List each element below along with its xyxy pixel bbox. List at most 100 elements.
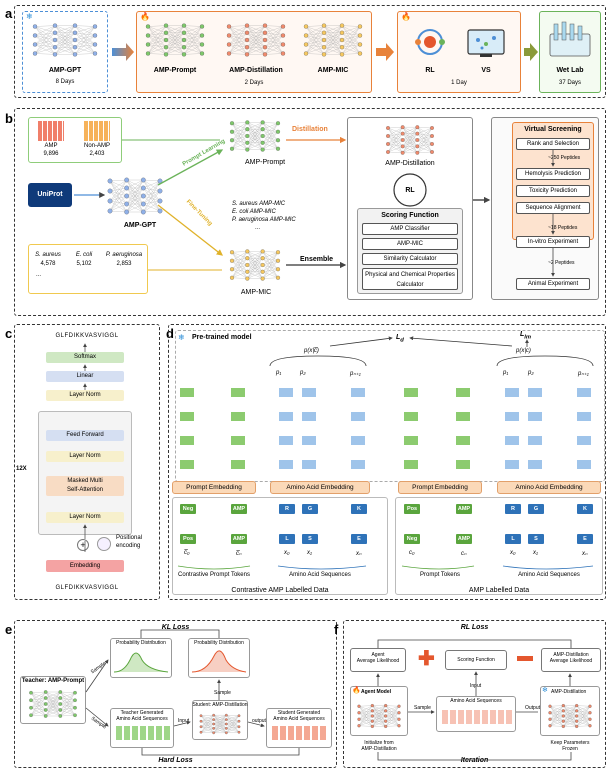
teacher-distribution-curve — [113, 652, 169, 673]
aa-seq-label: Amino Acid Sequences — [518, 572, 580, 578]
amp-count: 9,896 — [43, 151, 59, 157]
layer-norm-block: Layer Norm — [46, 512, 124, 523]
input-sequence: GLFDIKKVASVIGGL — [55, 585, 119, 591]
output-label-f: Output — [525, 705, 541, 711]
panel-label-c: c — [5, 326, 13, 341]
score-item: Physical and Chemical Properties Calcula… — [362, 268, 458, 290]
teacher-seq-bar — [124, 726, 130, 740]
hidden-state-cell — [505, 436, 519, 445]
hidden-state-cell — [351, 460, 365, 469]
kl-bracket — [140, 629, 220, 638]
hidden-state-cell — [351, 412, 365, 421]
wet-lab-label: Wet Lab — [556, 67, 584, 74]
aa-embedding-left: Amino Acid Embedding — [270, 481, 370, 494]
rl-loss-label: RL Loss — [460, 624, 489, 631]
agent-network-icon — [357, 704, 401, 728]
cnbar-label: c̅ₙ — [236, 551, 242, 557]
panel-b — [14, 108, 606, 316]
invitro-item: In-vitro Experiment — [516, 236, 590, 248]
amp-distillation-label-f: AMP-Distillation — [551, 689, 587, 695]
screen-icon — [467, 29, 505, 57]
teacher-seq-bar — [164, 726, 170, 740]
aa-seq-label-f: Amino Acid Sequences — [450, 698, 502, 704]
tok-neg: Neg — [404, 534, 420, 544]
b-amp-gpt-network-icon — [107, 177, 163, 215]
panel-label-a: a — [5, 6, 13, 21]
aa-seq-bar — [466, 710, 472, 724]
hidden-state-cell — [279, 436, 293, 445]
aa-seq-bar — [442, 710, 448, 724]
xn-label: xₙ — [582, 551, 588, 557]
p1b-label: p₁ — [503, 370, 509, 376]
hidden-state-cell — [528, 388, 542, 397]
embedding-block: Embedding — [46, 560, 124, 572]
scoring-function-box-f — [445, 650, 507, 670]
hard-loss-label: Hard Loss — [158, 757, 193, 764]
layer-norm-block: Layer Norm — [46, 451, 124, 462]
hidden-state-cell — [279, 460, 293, 469]
input-label: Input — [178, 718, 190, 724]
connector — [329, 336, 393, 347]
panel-label-d: d — [166, 326, 174, 341]
hidden-state-cell — [302, 388, 316, 397]
connector — [157, 204, 224, 256]
hidden-state-cell — [302, 460, 316, 469]
hidden-state-cell — [528, 436, 542, 445]
amp-prompt-network-icon — [145, 23, 205, 57]
student-seq-bar — [288, 726, 294, 740]
aa-seq-bar — [450, 710, 456, 724]
tok-neg: Neg — [180, 504, 196, 514]
pn1b-label: pₙ₊₁ — [578, 371, 589, 377]
wet-lab-days: 37 Days — [558, 80, 581, 86]
amp-data-label: AMP Labelled Data — [468, 587, 530, 594]
b-amp-gpt-label: AMP-GPT — [123, 222, 157, 229]
ec-label: E. coli — [75, 252, 93, 258]
mic-sa-label: S. aureus AMP-MIC — [232, 201, 286, 207]
hidden-state-cell — [180, 412, 194, 421]
tok-e: E — [577, 534, 593, 544]
vs-item: Toxicity Prediction — [516, 185, 590, 197]
scoring-function-title: Scoring Function — [381, 212, 439, 219]
mic-dots: ... — [255, 225, 261, 231]
vs-item: Rank and Selection — [516, 138, 590, 150]
teacher-seq-bar — [156, 726, 162, 740]
pa-label: P. aeruginosa — [105, 252, 143, 258]
student-prob-box — [188, 638, 250, 678]
fire-icon: 🔥 — [140, 12, 150, 21]
pretrained-label: Pre-trained model — [192, 334, 252, 341]
tok-g: G — [302, 504, 318, 514]
peptides-18: ~18 Peptides — [548, 225, 578, 231]
tok-amp: AMP — [456, 534, 472, 544]
agent-model-box — [350, 686, 408, 736]
pretrained-model-box — [175, 330, 605, 482]
kl-loss-label: KL Loss — [161, 624, 190, 631]
student-network-icon — [199, 713, 241, 735]
teacher-network-icon — [29, 690, 77, 718]
hidden-state-cell — [180, 388, 194, 397]
teacher-gen-box — [110, 708, 174, 748]
non-amp-data-icon — [84, 121, 110, 141]
c0bar-label: c̅₀ — [184, 550, 190, 556]
hidden-state-cell — [351, 388, 365, 397]
stage3-days: 1 Day — [451, 80, 467, 86]
stage2-days: 2 Days — [244, 80, 264, 86]
tok-pos: Pos — [180, 534, 196, 544]
snowflake-icon: ❄ — [542, 687, 548, 694]
c0-label: c₀ — [409, 550, 415, 556]
distillation-label: Distillation — [292, 126, 328, 133]
student-prob-label: Probability Distribution — [194, 640, 244, 646]
amp-gpt-stage — [22, 11, 108, 93]
encoding-label: encoding — [116, 543, 141, 549]
brace — [269, 355, 367, 367]
fire-icon: 🔥 — [352, 687, 361, 694]
cn-label: cₙ — [461, 551, 467, 557]
hidden-state-cell — [577, 388, 591, 397]
mic-ec-label: E. coli AMP-MIC — [232, 209, 276, 215]
student-seq-bar — [304, 726, 310, 740]
hard-bracket — [141, 748, 300, 756]
vs-item: Sequence Alignment — [516, 202, 590, 214]
